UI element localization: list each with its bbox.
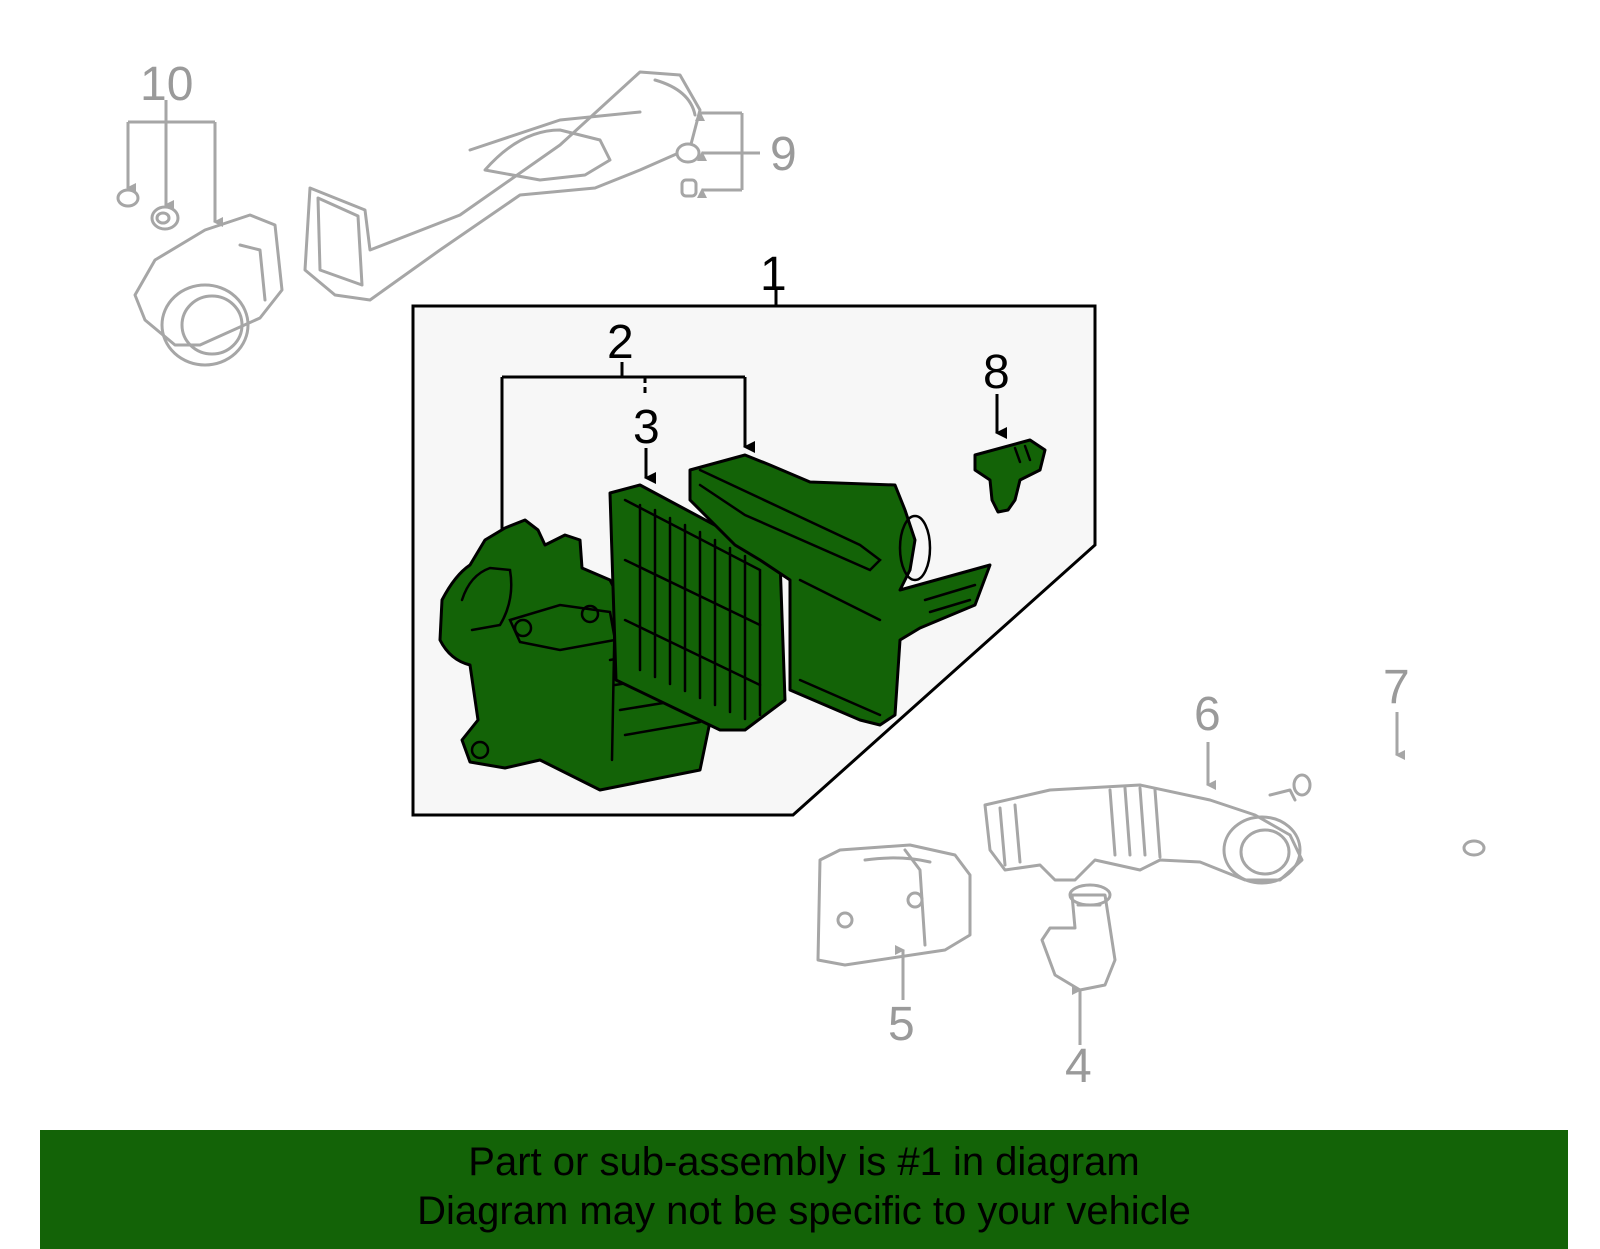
- callout-2-leader: [500, 362, 755, 536]
- breather-hose[interactable]: [1292, 750, 1486, 857]
- plug[interactable]: [680, 178, 698, 198]
- callout-5[interactable]: 5: [888, 998, 915, 1051]
- clamp-small[interactable]: [116, 188, 140, 208]
- callout-10-leader: [126, 100, 223, 227]
- clamp-nut[interactable]: [150, 205, 180, 231]
- callout-4[interactable]: 4: [1065, 1040, 1092, 1093]
- banner-line-2: Diagram may not be specific to your vehi…: [417, 1189, 1191, 1233]
- banner-line-1: Part or sub-assembly is #1 in diagram: [468, 1140, 1140, 1184]
- callout-10[interactable]: 10: [140, 58, 193, 111]
- info-banner: Part or sub-assembly is #1 in diagram Di…: [40, 1130, 1568, 1249]
- callout-6[interactable]: 6: [1194, 688, 1221, 741]
- callout-8[interactable]: 8: [983, 346, 1010, 399]
- grommet[interactable]: [675, 142, 701, 164]
- mass-air-flow-sensor[interactable]: [973, 438, 1047, 514]
- callout-2[interactable]: 2: [607, 316, 634, 369]
- throttle-body-adapter[interactable]: [133, 213, 284, 367]
- callout-1[interactable]: 1: [760, 248, 787, 301]
- air-cleaner-housing-upper[interactable]: [688, 453, 992, 727]
- resonator-bracket[interactable]: [816, 843, 972, 967]
- callout-9-leader: [695, 111, 760, 198]
- callout-3[interactable]: 3: [633, 401, 660, 454]
- parts-diagram: 1 2 3 8: [116, 58, 1486, 1093]
- callout-7[interactable]: 7: [1383, 661, 1410, 714]
- air-intake-duct[interactable]: [303, 70, 702, 302]
- callout-9[interactable]: 9: [770, 128, 797, 181]
- air-intake-hose[interactable]: [983, 783, 1304, 885]
- intake-elbow[interactable]: [1040, 883, 1117, 992]
